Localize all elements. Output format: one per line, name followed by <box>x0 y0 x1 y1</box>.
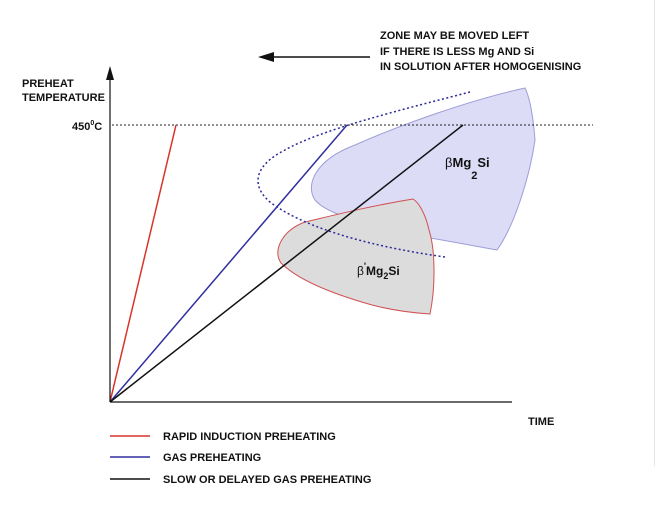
legend: RAPID INDUCTION PREHEATING GAS PREHEATIN… <box>110 431 371 486</box>
legend-label-slow: SLOW OR DELAYED GAS PREHEATING <box>163 474 371 486</box>
note-line-2: IF THERE IS LESS Mg AND Si <box>380 46 534 58</box>
temperature-450-label: 4500C <box>72 120 102 133</box>
axis-arrow-icon <box>106 66 114 80</box>
slow-gas-preheating-line <box>109 124 464 403</box>
y-axis-title-line-2: TEMPERATURE <box>22 92 105 104</box>
preheat-diagram: ZONE MAY BE MOVED LEFT IF THERE IS LESS … <box>22 30 593 486</box>
degree-mark: 0 <box>90 120 94 127</box>
x-axis-title: TIME <box>528 416 554 428</box>
temperature-value: 450 <box>72 121 90 133</box>
temperature-unit: C <box>94 121 102 133</box>
arrow-left-icon <box>258 52 274 62</box>
note-line-1: ZONE MAY BE MOVED LEFT <box>380 30 529 42</box>
y-axis-title-line-1: PREHEAT <box>22 78 74 90</box>
gas-preheating-line <box>109 124 348 403</box>
beta-prime-zone-region <box>277 198 435 315</box>
zone-boundary-dotted-curve <box>257 91 471 258</box>
beta-zone-label: βMg2Si <box>445 155 490 182</box>
legend-label-gas: GAS PREHEATING <box>163 452 261 464</box>
page-edge-divider <box>654 0 655 466</box>
note-line-3: IN SOLUTION AFTER HOMOGENISING <box>380 61 581 73</box>
beta-prime-zone-label: β'Mg2Si <box>357 261 400 281</box>
rapid-induction-line <box>109 124 177 403</box>
legend-label-rapid: RAPID INDUCTION PREHEATING <box>163 431 336 443</box>
